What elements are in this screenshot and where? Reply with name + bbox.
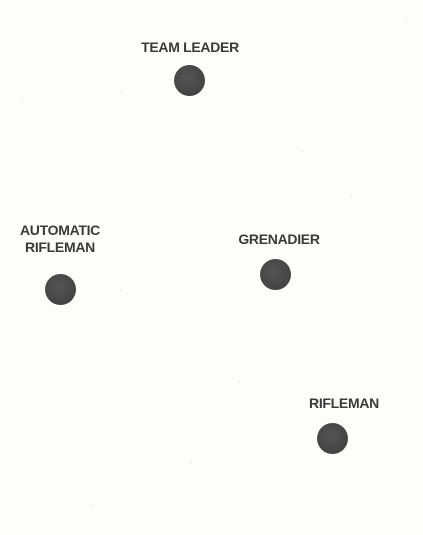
scan-speck	[351, 196, 352, 197]
scan-speck	[239, 381, 240, 382]
scan-speck	[302, 151, 303, 152]
grenadier-label: GRENADIER	[238, 231, 320, 247]
scan-speck	[120, 290, 121, 291]
team-leader-marker	[174, 65, 205, 96]
team-leader-label: TEAM LEADER	[141, 39, 239, 55]
rifleman-label: RIFLEMAN	[309, 395, 379, 411]
scan-speck	[406, 18, 407, 19]
automatic-rifleman-label: AUTOMATIC RIFLEMAN	[20, 222, 100, 255]
scan-speck	[22, 98, 23, 99]
automatic-rifleman-marker	[45, 274, 76, 305]
grenadier-marker	[260, 259, 291, 290]
scan-speck	[191, 462, 192, 463]
scan-speck	[121, 92, 122, 93]
scan-speck	[92, 505, 93, 506]
rifleman-marker	[317, 423, 348, 454]
